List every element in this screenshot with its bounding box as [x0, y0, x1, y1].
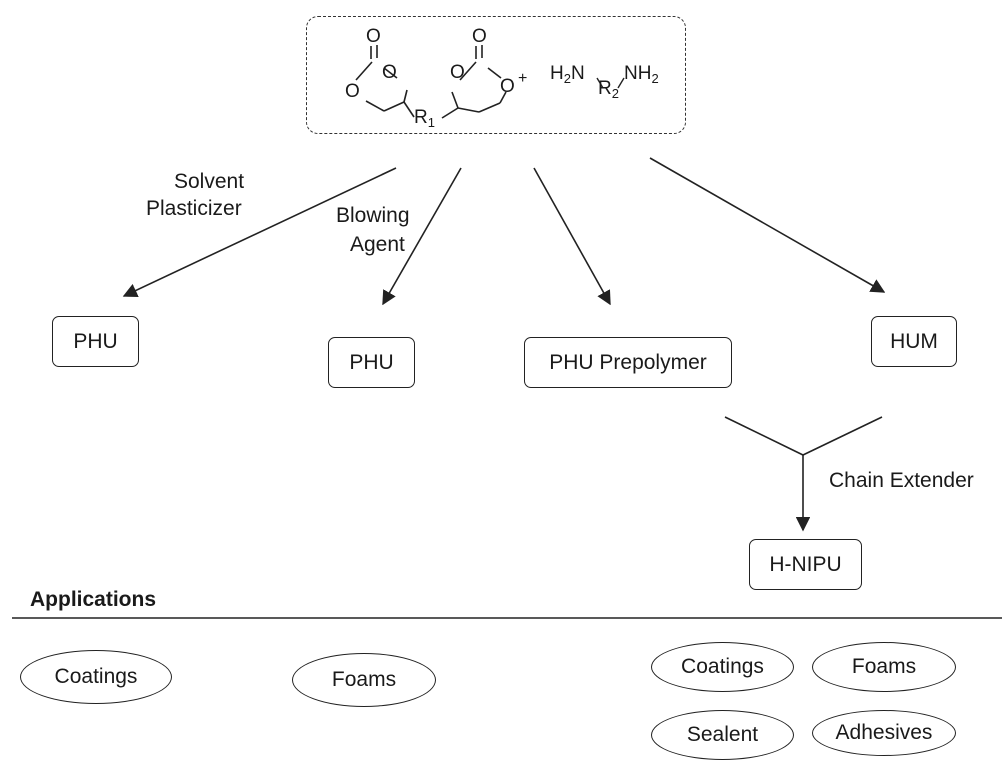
- arrow-to-phu-mid: [382, 167, 462, 306]
- product-phu-mid: PHU: [328, 337, 415, 388]
- atom-o-ring-left-bottom: O: [345, 81, 360, 102]
- atom-o-ring-right-bottom: O: [500, 76, 515, 97]
- amine-nh2: NH2: [624, 63, 659, 86]
- cyclic-carbonate-right: [441, 45, 507, 119]
- merge-line-right: [802, 416, 883, 456]
- atom-o-ring-left-top: O: [382, 62, 397, 83]
- arrow-to-prepolymer: [533, 167, 611, 306]
- merge-line-left: [724, 416, 804, 456]
- atom-o-carbonyl-right: O: [472, 26, 487, 47]
- label-chain-extender: Chain Extender: [829, 469, 974, 492]
- label-solvent: Solvent: [174, 170, 245, 193]
- product-phu-prepolymer: PHU Prepolymer: [524, 337, 732, 388]
- atom-o-ring-right-top: O: [450, 62, 465, 83]
- label-blowing: Blowing: [336, 204, 410, 227]
- reactant-box: [306, 16, 686, 134]
- label-agent: Agent: [350, 233, 405, 256]
- application-sealent: Sealent: [651, 710, 794, 760]
- application-coatings-2: Coatings: [651, 642, 794, 692]
- product-hum: HUM: [871, 316, 957, 367]
- applications-heading: Applications: [30, 588, 157, 611]
- substituent-r2: R2: [598, 78, 619, 101]
- diamine-bonds: [596, 77, 625, 89]
- application-coatings-1: Coatings: [20, 650, 172, 704]
- label-plasticizer: Plasticizer: [146, 197, 242, 220]
- arrow-to-hum: [649, 157, 886, 293]
- amine-h2n: H2N: [550, 63, 585, 86]
- plus-sign: +: [518, 70, 528, 87]
- application-foams-2: Foams: [812, 642, 956, 692]
- substituent-r1: R1: [414, 107, 435, 130]
- product-phu-left: PHU: [52, 316, 139, 367]
- application-adhesives: Adhesives: [812, 710, 956, 756]
- arrow-to-phu-left: [122, 167, 397, 297]
- atom-o-carbonyl-left: O: [366, 26, 381, 47]
- application-foams-1: Foams: [292, 653, 436, 707]
- cyclic-carbonate-left: [355, 45, 415, 118]
- product-h-nipu: H-NIPU: [749, 539, 862, 590]
